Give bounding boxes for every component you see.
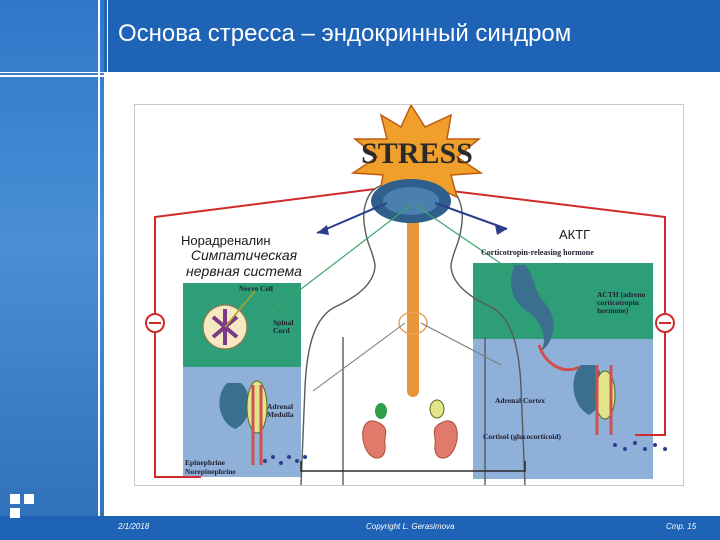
footer-date: 2/1/2018 (118, 522, 150, 531)
stress-diagram: STRESS (134, 104, 684, 486)
adrenal-medulla (246, 380, 268, 434)
adrenal-left-small (375, 403, 387, 419)
spine-highlight (398, 311, 428, 335)
logo-squares-icon (10, 494, 44, 528)
arrow-to-acth (434, 202, 508, 230)
green-line-left (266, 204, 412, 316)
blue-panel-right (473, 339, 653, 479)
sidebar-band (0, 0, 104, 540)
label-adrenal-medulla: Adrenal Medulla (267, 402, 294, 419)
label-nerve-cell: Nerve Cell (239, 284, 273, 293)
header-band (0, 0, 720, 72)
sidebar-divider (98, 0, 108, 540)
adrenal-right-small (429, 399, 445, 419)
spinal-cord-column (407, 205, 419, 397)
nerve-fiber (224, 290, 256, 328)
footer-copyright: Copyright L. Gerasimova (366, 522, 455, 531)
label-adrenal-cortex: Adrenal Cortex (495, 396, 546, 405)
label-norepinephrine: Norepinephrine (185, 467, 236, 476)
red-feedback-left (154, 188, 376, 478)
kidney-right (433, 420, 458, 459)
footer-page-number: Стр. 15 (666, 522, 697, 531)
label-spinal-cord: Spinal Cord (273, 318, 294, 335)
hormone-dots (263, 441, 667, 465)
label-crh: Corticotropin-releasing hormone (481, 248, 594, 257)
header-divider (0, 72, 720, 73)
arrow-to-noradrenaline (316, 202, 388, 234)
label-acth-ru: АКТГ (559, 227, 591, 242)
body-outline (300, 184, 526, 486)
bottom-bracket (300, 461, 526, 472)
label-cortisol: Cortisol (glucocorticoid) (482, 432, 562, 441)
label-acth-en: ACTH (adreno corticotropin hormone) (597, 290, 646, 315)
kidney-left (362, 420, 387, 459)
green-panel-right (473, 263, 653, 339)
adrenal-gland-left (219, 383, 250, 429)
footer-band (0, 516, 720, 540)
diagram-graphics: STRESS (145, 105, 675, 486)
header-divider-thick (0, 75, 720, 77)
slide-title: Основа стресса – эндокринный синдром (118, 20, 572, 47)
label-sympathetic: Симпатическая нервная система (186, 247, 302, 279)
stress-word: STRESS (361, 137, 473, 170)
pituitary-gland (511, 265, 554, 353)
label-noradrenaline: Норадреналин (181, 233, 271, 248)
label-epinephrine: Epinephrine (185, 458, 226, 467)
